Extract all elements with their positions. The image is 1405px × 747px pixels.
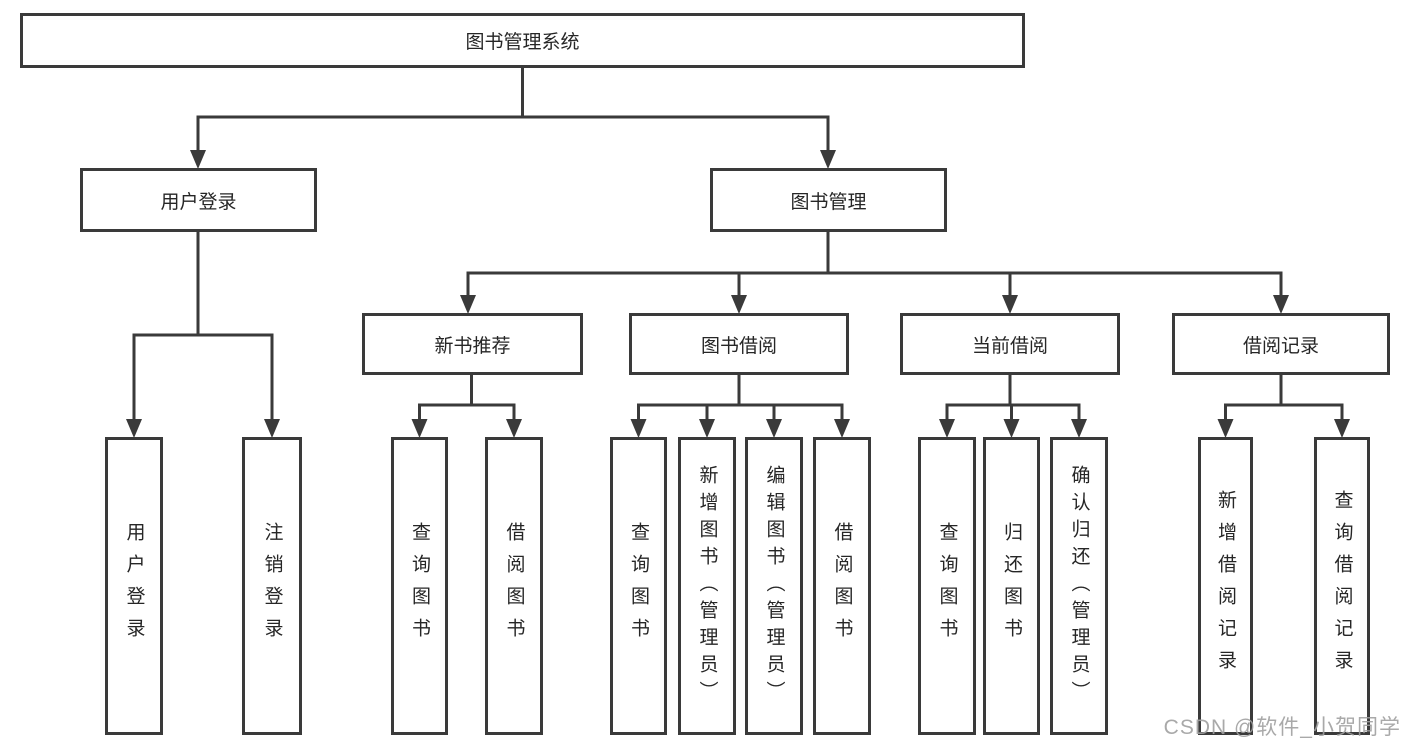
leaf-query-book-current: 查询图书: [918, 437, 976, 735]
leaf-logout: 注销登录: [242, 437, 302, 735]
node-label: 图书管理: [790, 191, 867, 213]
leaf-return-book: 归还图书: [983, 437, 1040, 735]
node-library-system: 图书管理系统: [20, 13, 1025, 68]
node-book-management: 图书管理: [710, 168, 947, 232]
leaf-label: 确认归还（管理员）: [1068, 464, 1090, 708]
node-label: 新书推荐: [434, 335, 511, 357]
node-current-borrow: 当前借阅: [900, 313, 1120, 375]
leaf-label: 用户登录: [123, 522, 145, 650]
leaf-borrow-book-recommend: 借阅图书: [485, 437, 543, 735]
leaf-label: 归还图书: [1001, 522, 1022, 650]
node-label: 图书借阅: [700, 335, 777, 357]
csdn-watermark: CSDN @软件_小贺同学: [1163, 716, 1401, 739]
leaf-label: 编辑图书（管理员）: [763, 464, 785, 708]
leaf-label: 新增借阅记录: [1215, 490, 1236, 682]
leaf-label: 查询借阅记录: [1331, 490, 1353, 682]
node-label: 图书管理系统: [465, 32, 580, 53]
node-user-login: 用户登录: [80, 168, 317, 232]
leaf-query-borrow-record: 查询借阅记录: [1314, 437, 1370, 735]
leaf-add-borrow-record: 新增借阅记录: [1198, 437, 1253, 735]
leaf-label: 查询图书: [936, 522, 958, 650]
node-new-book-recommend: 新书推荐: [362, 313, 583, 375]
node-label: 借阅记录: [1242, 335, 1319, 357]
leaf-user-login: 用户登录: [105, 437, 163, 735]
node-label: 用户登录: [160, 191, 237, 213]
leaf-label: 新增图书（管理员）: [696, 464, 718, 708]
leaf-label: 查询图书: [628, 522, 649, 650]
leaf-label: 借阅图书: [503, 522, 525, 650]
node-label: 当前借阅: [971, 335, 1048, 357]
node-borrow-records: 借阅记录: [1172, 313, 1390, 375]
leaf-label: 借阅图书: [831, 522, 853, 650]
leaf-label: 查询图书: [409, 522, 430, 650]
leaf-label: 注销登录: [261, 522, 283, 650]
leaf-add-book-admin: 新增图书（管理员）: [678, 437, 736, 735]
leaf-borrow-book: 借阅图书: [813, 437, 871, 735]
leaf-confirm-return-admin: 确认归还（管理员）: [1050, 437, 1108, 735]
leaf-query-book-borrow: 查询图书: [610, 437, 667, 735]
node-book-borrow: 图书借阅: [629, 313, 849, 375]
leaf-query-book-recommend: 查询图书: [391, 437, 448, 735]
leaf-edit-book-admin: 编辑图书（管理员）: [745, 437, 803, 735]
